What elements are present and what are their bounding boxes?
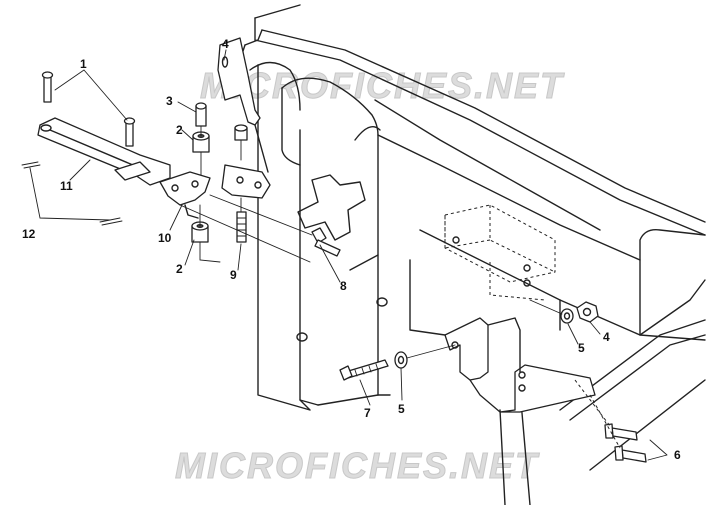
stud-spring xyxy=(236,211,247,243)
panel-hole xyxy=(376,297,388,307)
lever-bracket xyxy=(159,171,211,219)
callout-7: 7 xyxy=(364,406,371,420)
pin-upper xyxy=(41,71,54,103)
callout-5-bottom: 5 xyxy=(398,402,405,416)
nut-right xyxy=(576,301,599,323)
callout-2-upper: 2 xyxy=(176,123,183,137)
callout-5-right: 5 xyxy=(578,341,585,355)
bolt-short-1 xyxy=(604,423,638,441)
callout-9: 9 xyxy=(230,268,237,282)
mounting-bracket xyxy=(409,259,596,413)
watermark-top: MICROFICHES.NET xyxy=(200,65,565,106)
panel-hole xyxy=(296,332,308,342)
leader-line xyxy=(199,125,221,263)
cotter-pins xyxy=(21,161,123,226)
panel-cross-cutout xyxy=(297,174,366,241)
leader-line xyxy=(574,379,621,449)
body-frame xyxy=(239,4,706,505)
bolt-short-2 xyxy=(614,445,647,463)
callout-11: 11 xyxy=(60,179,73,193)
washer-bottom xyxy=(394,351,408,369)
watermark-bottom: MICROFICHES.NET xyxy=(175,445,540,486)
leader-line xyxy=(406,344,456,359)
callout-6: 6 xyxy=(674,448,681,462)
callout-leaders xyxy=(54,49,668,461)
link-arm xyxy=(37,117,171,186)
leader-line xyxy=(209,194,313,236)
nut-upper xyxy=(234,124,248,141)
dashed-housing xyxy=(444,204,556,301)
upper-bracket xyxy=(217,37,271,199)
callout-8: 8 xyxy=(340,279,347,293)
callout-4-upper: 4 xyxy=(222,37,229,51)
leader-line xyxy=(29,167,111,221)
callout-2-lower: 2 xyxy=(176,262,183,276)
callout-1: 1 xyxy=(80,57,87,71)
leader-line xyxy=(529,299,563,315)
callout-12: 12 xyxy=(22,227,36,241)
callout-4-right: 4 xyxy=(603,330,610,344)
leader-line xyxy=(179,204,311,263)
bolt-long xyxy=(339,359,389,381)
washer-right xyxy=(560,308,574,324)
callout-3: 3 xyxy=(166,94,173,108)
bolt-8 xyxy=(311,227,341,257)
callout-10: 10 xyxy=(158,231,172,245)
pin-lower xyxy=(123,117,136,147)
bolt-small xyxy=(195,102,207,127)
